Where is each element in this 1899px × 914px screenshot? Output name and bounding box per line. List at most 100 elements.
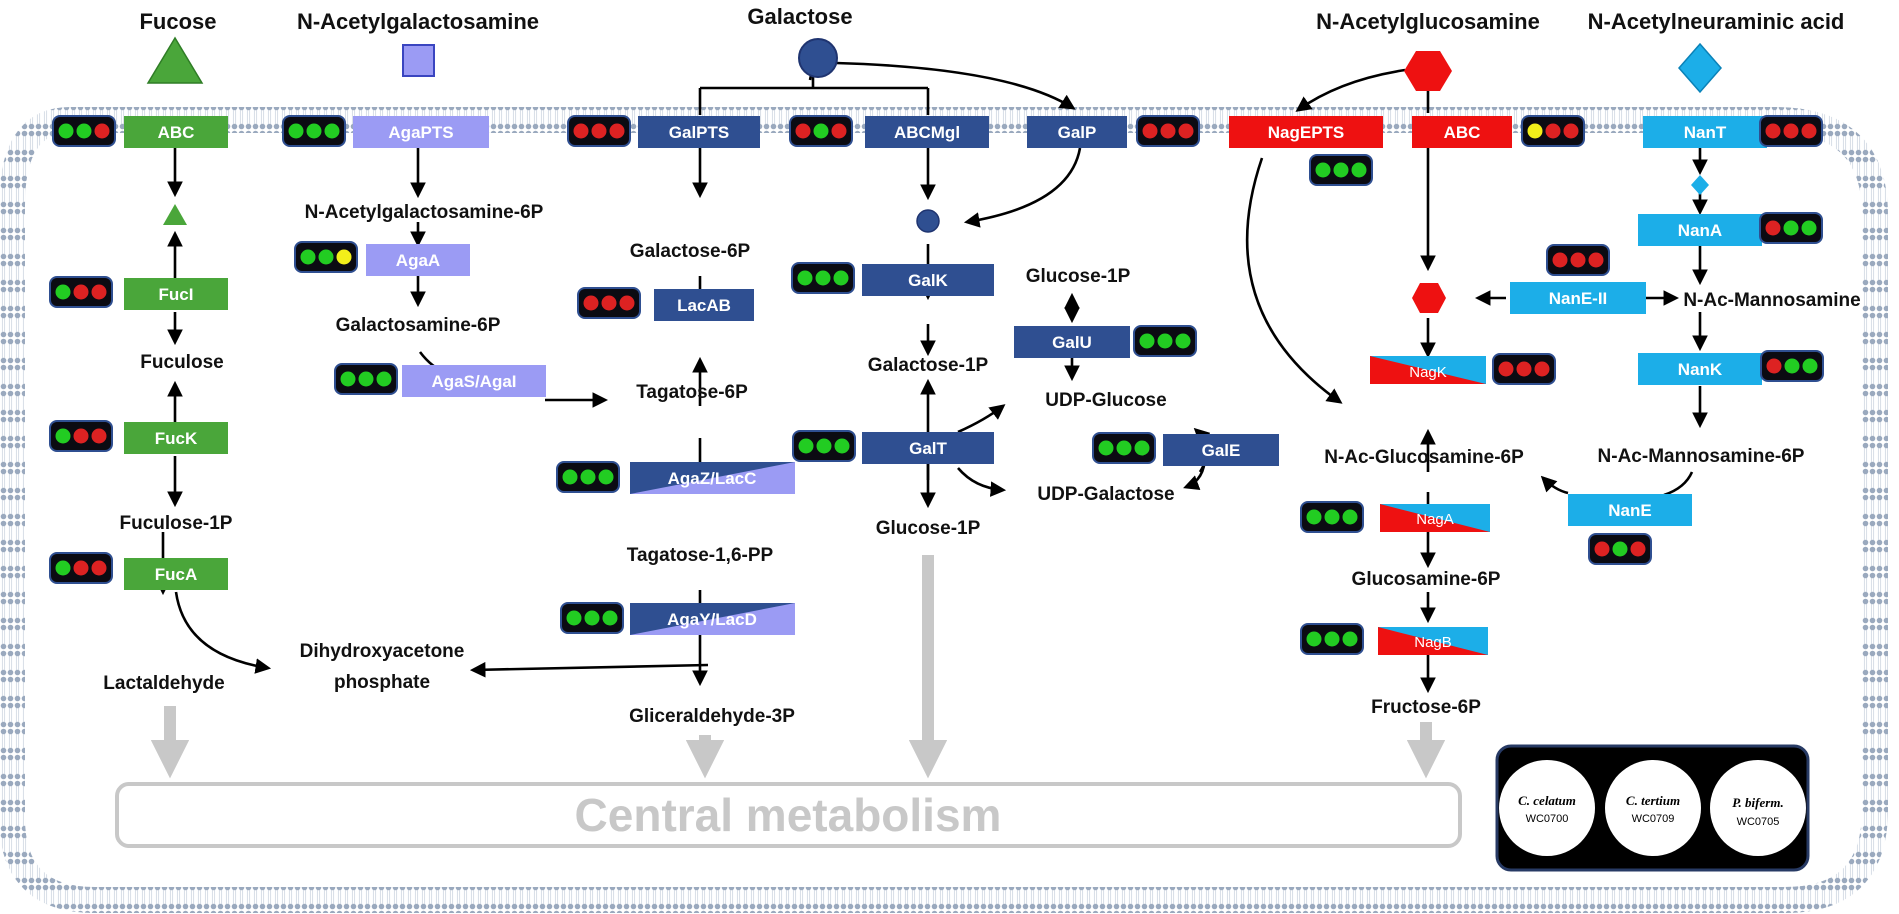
indicator-nane-ii	[1546, 244, 1610, 276]
indicator-dot-red	[1765, 220, 1781, 236]
indicator-dot-red	[1801, 123, 1817, 139]
enzyme-abc-glcnac: ABC	[1444, 123, 1481, 142]
indicator-dot-green	[1784, 358, 1800, 374]
metabolite-glucose-1p-bottom: Glucose-1P	[876, 518, 981, 539]
indicator-dot-green	[816, 438, 832, 454]
enzyme-agaa: AgaA	[396, 251, 440, 270]
indicator-nant	[1759, 115, 1823, 147]
indicator-dot-red	[1534, 361, 1550, 377]
galactose-circle-icon	[798, 38, 838, 78]
indicator-dot-green	[834, 438, 850, 454]
indicator-dot-green	[602, 610, 618, 626]
indicator-dot-green	[562, 469, 578, 485]
enzyme-galk: GalK	[908, 271, 948, 290]
indicator-dot-red	[795, 123, 811, 139]
indicator-agapts	[282, 115, 346, 147]
enzyme-gale: GalE	[1202, 441, 1241, 460]
enzyme-nank: NanK	[1678, 360, 1723, 379]
indicator-agas	[334, 363, 398, 395]
indicator-dot-red	[573, 123, 589, 139]
source-galactose-label: Galactose	[747, 4, 852, 29]
enzyme-galu: GalU	[1052, 333, 1092, 352]
indicator-dot-red	[601, 295, 617, 311]
indicator-dot-green	[1612, 541, 1628, 557]
enzyme-nant: NanT	[1684, 123, 1727, 142]
indicator-dot-green	[1175, 333, 1191, 349]
metabolite-tagatose-16pp: Tagatose-1,6-PP	[627, 545, 774, 566]
indicator-dot-green	[55, 560, 71, 576]
indicator-dot-green	[300, 249, 316, 265]
indicator-nane	[1588, 533, 1652, 565]
enzyme-nana: NanA	[1678, 221, 1722, 240]
indicator-dot-green	[1324, 631, 1340, 647]
indicator-dot-red	[831, 123, 847, 139]
indicator-dot-red	[1765, 123, 1781, 139]
metabolite-glucosamine-6p: Glucosamine-6P	[1352, 569, 1501, 590]
presence-indicators	[49, 115, 1824, 655]
indicator-dot-red	[94, 123, 110, 139]
enzyme-fuca: FucA	[155, 565, 198, 584]
indicator-abc-glcnac	[1521, 115, 1585, 147]
neu5ac-diamond-icon	[1678, 42, 1722, 94]
indicator-dot-red	[609, 123, 625, 139]
indicator-dot-green	[1306, 631, 1322, 647]
indicator-dot-red	[1766, 358, 1782, 374]
enzyme-nane: NanE	[1608, 501, 1651, 520]
indicator-dot-green	[580, 469, 596, 485]
metabolite-galactosamine-6p: Galactosamine-6P	[336, 315, 501, 336]
indicator-dot-green	[1139, 333, 1155, 349]
fucose-triangle-icon	[146, 36, 204, 84]
indicator-dot-yellow	[336, 249, 352, 265]
indicator-dot-green	[1134, 440, 1150, 456]
indicator-lacab	[577, 287, 641, 319]
indicator-dot-red	[1563, 123, 1579, 139]
metabolite-dhap-line2: phosphate	[334, 672, 430, 693]
indicator-dot-green	[1324, 509, 1340, 525]
metabolite-udp-glucose: UDP-Glucose	[1045, 390, 1166, 411]
indicator-dot-green	[58, 123, 74, 139]
indicator-dot-green	[797, 270, 813, 286]
indicator-dot-red	[1178, 123, 1194, 139]
indicator-dot-green	[340, 371, 356, 387]
indicator-dot-green	[306, 123, 322, 139]
indicator-dot-green	[1342, 631, 1358, 647]
indicator-dot-red	[91, 428, 107, 444]
galnac-square-icon	[402, 44, 435, 77]
indicator-dot-green	[55, 428, 71, 444]
enzyme-nagk: NagK	[1409, 364, 1447, 381]
indicator-dot-green	[1802, 358, 1818, 374]
indicator-nagepts	[1309, 154, 1373, 186]
indicator-dot-green	[1116, 440, 1132, 456]
indicator-dot-red	[619, 295, 635, 311]
indicator-fuck	[49, 420, 113, 452]
indicator-dot-red	[1516, 361, 1532, 377]
indicator-dot-green	[598, 469, 614, 485]
indicator-agaa	[294, 241, 358, 273]
enzyme-galt: GalT	[909, 439, 947, 458]
indicator-naga	[1300, 501, 1364, 533]
glcnac-hexagon-icon	[1404, 51, 1452, 91]
enzyme-lacab: LacAB	[677, 296, 731, 315]
indicator-dot-green	[1315, 162, 1331, 178]
indicator-dot-green	[1333, 162, 1349, 178]
cell-membrane	[0, 107, 1888, 913]
enzyme-agapts: AgaPTS	[388, 123, 453, 142]
indicator-dot-red	[1552, 252, 1568, 268]
enzyme-fuck: FucK	[155, 429, 198, 448]
indicator-galt	[792, 430, 856, 462]
indicator-dot-green	[76, 123, 92, 139]
indicator-galpts	[567, 115, 631, 147]
indicator-dot-green	[1306, 509, 1322, 525]
indicator-nagk	[1492, 353, 1556, 385]
indicator-dot-green	[1351, 162, 1367, 178]
indicator-dot-red	[73, 284, 89, 300]
indicator-dot-green	[1098, 440, 1114, 456]
metabolite-fuculose: Fuculose	[140, 352, 223, 373]
source-glcnac-label: N-Acetylglucosamine	[1316, 9, 1540, 34]
enzyme-agas: AgaS/AgaI	[431, 372, 516, 391]
indicator-agaz	[556, 461, 620, 493]
indicator-nagb	[1300, 623, 1364, 655]
indicator-dot-red	[1594, 541, 1610, 557]
indicator-dot-red	[591, 123, 607, 139]
